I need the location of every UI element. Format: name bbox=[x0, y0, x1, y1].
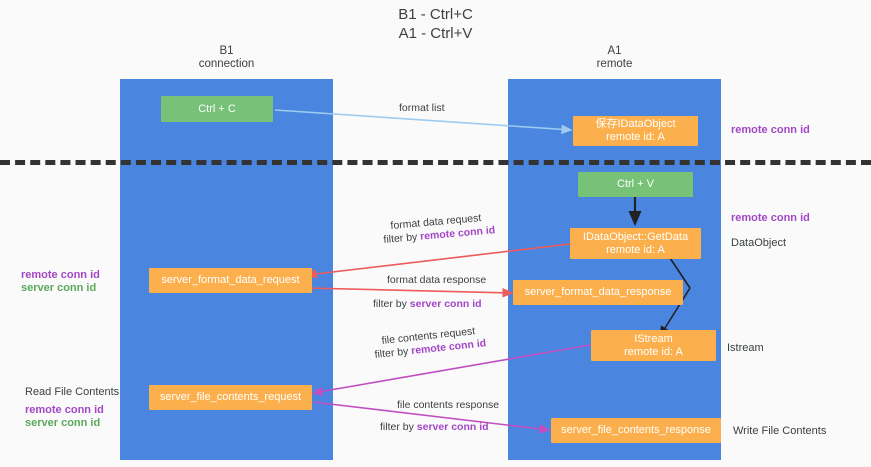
right-label-write-file-contents: Write File Contents bbox=[733, 425, 827, 437]
node-istream[interactable]: IStream remote id: A bbox=[591, 330, 716, 361]
node-save-idataobject[interactable]: 保存IDataObject remote id: A bbox=[573, 116, 698, 146]
right-label-istream: Istream bbox=[727, 342, 764, 354]
lane-header-a1: A1 remote bbox=[596, 45, 633, 70]
left-label-remote-conn-id: remote conn id bbox=[21, 269, 100, 281]
right-label-remote-conn-id-top: remote conn id bbox=[731, 124, 810, 136]
edge-label-format-data-response: format data response bbox=[387, 274, 487, 286]
filter-server-conn-id-1: server conn id bbox=[409, 298, 482, 310]
filter-by-text-2: filter by bbox=[373, 298, 410, 310]
lane-header-b1: B1 connection bbox=[198, 45, 255, 70]
left-label-read-file-contents: Read File Contents bbox=[25, 386, 120, 398]
edge-label-format-list: format list bbox=[399, 102, 445, 114]
arrow-getdata-to-response bbox=[669, 257, 691, 289]
arrow-file-contents-response bbox=[312, 401, 551, 434]
node-server-file-contents-request[interactable]: server_file_contents_request bbox=[149, 385, 312, 410]
left-label-server-conn-id: server conn id bbox=[21, 282, 97, 294]
filter-by-text-4: filter by bbox=[380, 421, 417, 433]
filter-by-text-3: filter by bbox=[374, 345, 412, 361]
node-getdata[interactable]: IDataObject::GetData remote id: A bbox=[570, 228, 701, 259]
edge-label-file-contents-response: file contents response bbox=[397, 399, 500, 411]
section-divider bbox=[0, 160, 871, 165]
node-server-format-data-request[interactable]: server_format_data_request bbox=[149, 268, 312, 293]
node-server-file-contents-response[interactable]: server_file_contents_response bbox=[551, 418, 721, 443]
arrow-format-data-response bbox=[306, 287, 514, 298]
left-label-remote-conn-id-2: remote conn id bbox=[25, 404, 104, 416]
filter-by-text-1: filter by bbox=[383, 230, 421, 246]
filter-server-conn-id-2: server conn id bbox=[416, 421, 489, 433]
node-ctrl-v[interactable]: Ctrl + V bbox=[578, 172, 693, 197]
arrow-response-to-istream bbox=[659, 287, 691, 338]
right-label-data-object: DataObject bbox=[731, 237, 787, 249]
node-server-format-data-response[interactable]: server_format_data_response bbox=[513, 280, 683, 305]
edge-label-filter-server-1: filter by server conn id bbox=[373, 298, 482, 311]
right-label-remote-conn-id-mid: remote conn id bbox=[731, 212, 810, 224]
left-label-server-conn-id-2: server conn id bbox=[25, 417, 101, 429]
edge-label-filter-server-2: filter by server conn id bbox=[380, 421, 489, 434]
node-ctrl-c[interactable]: Ctrl + C bbox=[161, 96, 273, 122]
diagram-title: B1 - Ctrl+C A1 - Ctrl+V bbox=[398, 6, 473, 42]
arrow-format-list bbox=[274, 109, 573, 135]
arrow-file-contents-request bbox=[311, 344, 591, 397]
arrow-format-data-request bbox=[305, 243, 571, 279]
